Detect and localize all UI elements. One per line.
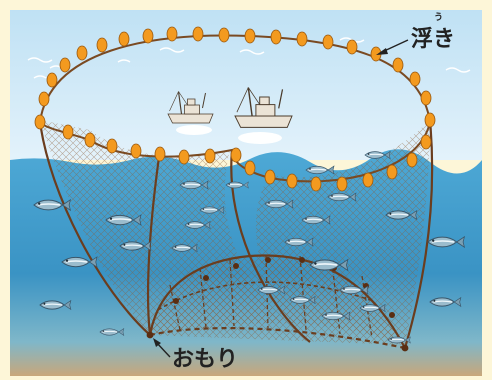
floats-callout: う 浮き [376, 12, 455, 55]
floats-label: 浮き [411, 26, 455, 52]
boat-icon [167, 90, 214, 135]
arrow-icon [153, 338, 161, 347]
sinkers-label: おもり [172, 347, 238, 372]
purse-seine-diagram: う 浮き おもり [10, 10, 482, 376]
float-icon [34, 26, 436, 192]
wave-icon [27, 37, 471, 79]
net-outline [38, 119, 434, 350]
sinkers-callout: おもり [153, 338, 238, 372]
diagram-canvas: う 浮き おもり [10, 10, 482, 376]
boat-icon [234, 86, 293, 144]
purse-seine-net [40, 120, 430, 345]
floats-ruby: う [434, 12, 443, 23]
arrow-icon [376, 48, 388, 55]
